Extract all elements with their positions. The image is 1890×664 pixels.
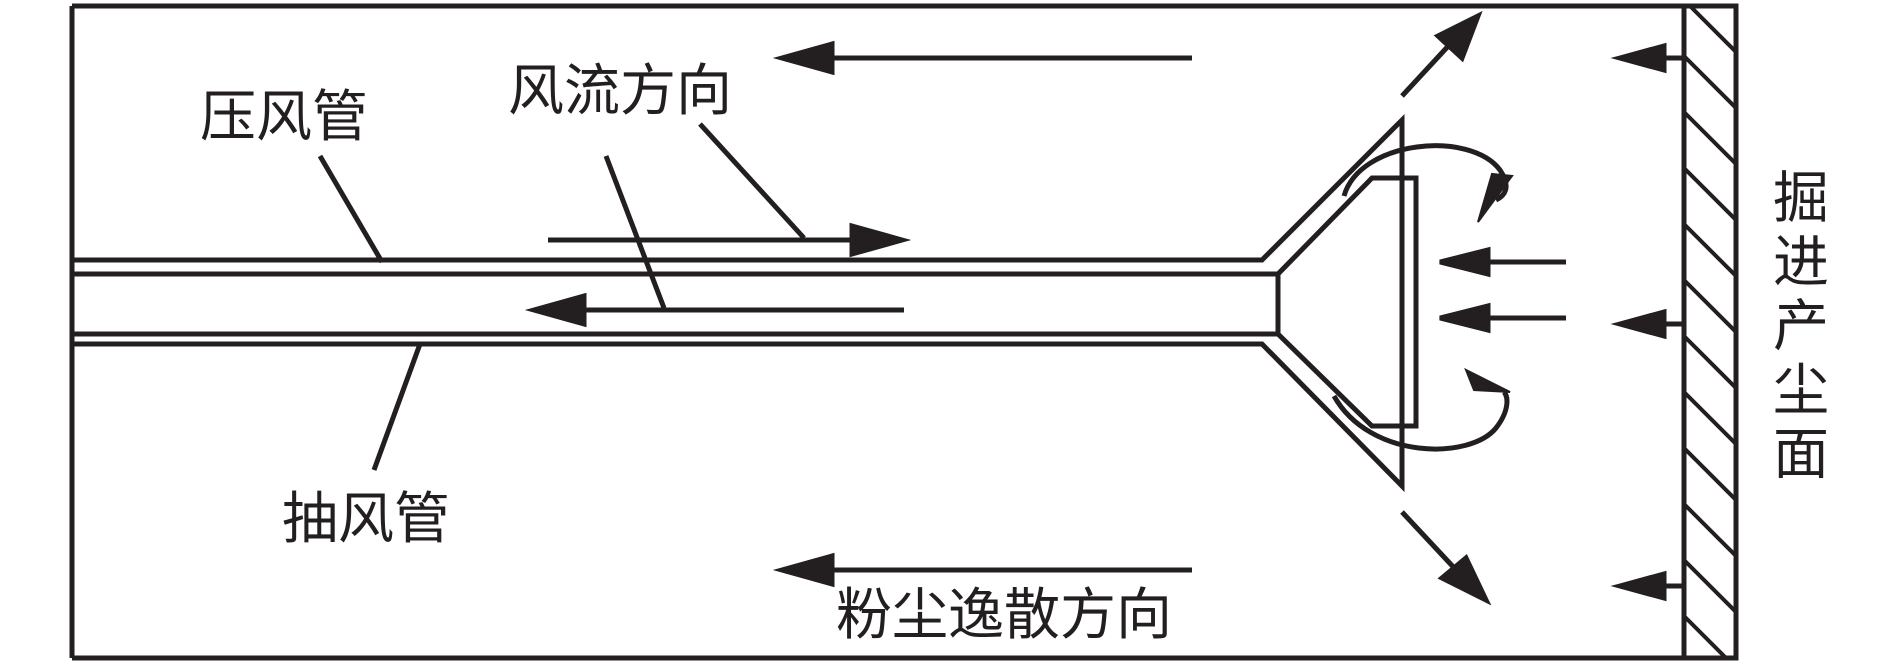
- circulation-arrows: [1331, 143, 1510, 452]
- exhaust-duct-leader: [371, 343, 423, 471]
- exhaust-duct-label: 抽风管: [282, 487, 450, 552]
- leader-lines: [317, 122, 806, 471]
- pressure-duct-leader: [317, 154, 385, 264]
- airflow-direction-label: 风流方向: [508, 59, 732, 124]
- airflow-leader-1: [698, 122, 806, 240]
- lower-circulation-curve: [1331, 390, 1510, 452]
- pressure-duct-label: 压风管: [200, 85, 368, 150]
- circulation-arrowheads: [1464, 172, 1514, 393]
- lower-diverge-arrow: [1400, 510, 1460, 574]
- flow-arrows: [524, 10, 1684, 606]
- upper-diverge-arrow: [1400, 40, 1454, 98]
- exhaust-duct-wall: [72, 271, 1281, 337]
- upper-circulation-curve: [1341, 143, 1509, 203]
- airflow-leader-2: [603, 155, 667, 309]
- hood-inner-wall: [1276, 175, 1419, 429]
- pressure-duct-upper-wall: [72, 113, 1405, 493]
- heading-face-label: 掘进产尘面: [1764, 168, 1829, 488]
- dust-dispersion-direction-label: 粉尘逸散方向: [836, 583, 1172, 648]
- duct-assembly: [69, 113, 1419, 493]
- heading-face-wall: [1681, 3, 1739, 661]
